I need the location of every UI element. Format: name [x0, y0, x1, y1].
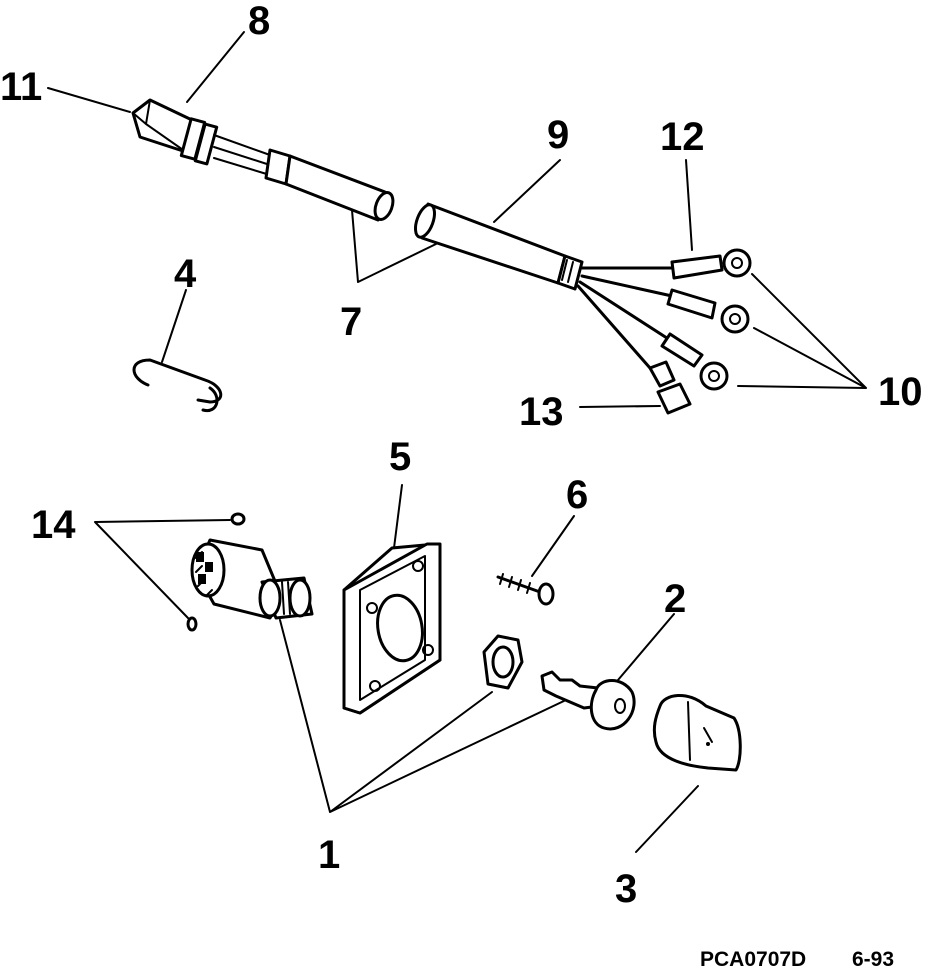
callout-13: 13: [519, 390, 564, 434]
screw-part-6: [496, 573, 555, 606]
callout-5: 5: [389, 435, 411, 479]
key-cap-part-3: [652, 694, 742, 772]
callout-4: 4: [174, 252, 197, 296]
figure-code: PCA0707D: [700, 948, 806, 970]
pin-part-14-lower: [186, 616, 198, 632]
harness-leads: [576, 254, 724, 370]
callout-7: 7: [340, 300, 362, 344]
callout-8: 8: [248, 0, 270, 43]
callout-2: 2: [664, 577, 686, 621]
mounting-plate-part-5: [342, 542, 442, 715]
callout-3: 3: [615, 867, 637, 911]
key-part-2: [540, 670, 636, 731]
harness-cable-lower: [413, 202, 584, 291]
callout-14: 14: [31, 503, 76, 547]
callout-6: 6: [566, 473, 588, 517]
callout-12: 12: [660, 115, 705, 159]
pin-part-14-upper: [230, 512, 246, 526]
harness-connector-part-11: [131, 98, 292, 186]
harness-cable-upper: [284, 154, 395, 222]
callout-1: 1: [318, 833, 340, 877]
ring-terminal-1: [722, 248, 752, 278]
ring-terminal-2: [720, 304, 750, 334]
retainer-clip-part-4: [132, 358, 223, 413]
callout-11: 11: [0, 65, 42, 109]
leader-lines: [47, 31, 867, 853]
ring-terminal-3: [699, 361, 729, 391]
spade-connector-part-13: [648, 360, 692, 415]
callout-10: 10: [878, 370, 923, 414]
nut: [482, 634, 524, 690]
figure-date: 6-93: [852, 948, 894, 970]
ignition-switch-part-1: [190, 538, 314, 620]
callout-9: 9: [547, 113, 569, 157]
